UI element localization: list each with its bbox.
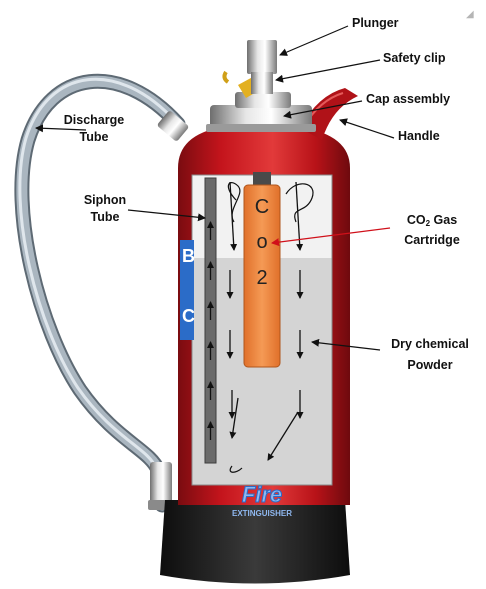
label-plunger: Plunger <box>352 16 399 30</box>
label-siphon-line1: Siphon <box>83 193 127 207</box>
label-dry-chemical-powder: Dry chemical Powder <box>382 336 478 374</box>
leader-cap-assembly <box>283 100 363 119</box>
label-handle: Handle <box>398 129 440 143</box>
siphon-tube <box>204 177 217 464</box>
leader-handle <box>339 118 395 139</box>
leader-dry-chemical <box>311 338 381 351</box>
brand-logo: Fire <box>242 482 282 507</box>
gas-swirl-right <box>285 183 314 223</box>
label-cap-assembly: Cap assembly <box>366 92 451 106</box>
leader-siphon-tube <box>127 209 206 222</box>
side-letter-c: C <box>182 306 195 326</box>
gas-swirl-left <box>227 182 241 223</box>
leader-lines <box>35 25 395 351</box>
brand-subtitle: EXTINGUISHER <box>232 509 292 518</box>
label-discharge-tube: Discharge Tube <box>58 112 130 146</box>
cap-assembly <box>206 92 316 132</box>
leader-safety-clip <box>275 59 381 83</box>
cartridge-letter-c: C <box>255 196 269 218</box>
label-discharge-line1: Discharge <box>63 113 125 127</box>
label-siphon-line2: Tube <box>90 210 120 224</box>
label-co2-gas-cartridge: CO2 Gas Cartridge <box>392 212 472 249</box>
leader-discharge-tube <box>35 124 87 133</box>
resize-corner-icon: ◢ <box>466 9 474 20</box>
bottom-swirl <box>229 465 243 473</box>
base-shroud <box>160 500 350 584</box>
leader-co2-cartridge <box>271 227 391 247</box>
leader-plunger <box>279 25 349 56</box>
label-siphon-tube: Siphon Tube <box>70 192 140 226</box>
label-cartridge: Cartridge <box>404 233 460 247</box>
side-letter-b: B <box>182 246 195 266</box>
cartridge-number-2: 2 <box>256 267 267 289</box>
side-decal <box>180 240 194 340</box>
cartridge-letter-o: o <box>256 231 267 253</box>
powder-flow-arrow-7 <box>229 397 239 439</box>
label-safety-clip: Safety clip <box>383 51 446 65</box>
label-powder: Powder <box>407 358 453 372</box>
label-discharge-line2: Tube <box>79 130 109 144</box>
powder-flow-arrow-8 <box>267 411 299 461</box>
gas-flow-arrow-2 <box>295 181 304 251</box>
discharge-hose <box>14 73 189 513</box>
co2-cartridge <box>243 172 281 368</box>
flow-arrows <box>207 181 314 473</box>
label-co2-gas: CO2 Gas <box>406 213 458 228</box>
label-dry-chemical: Dry chemical <box>391 337 469 351</box>
plunger <box>247 40 277 94</box>
